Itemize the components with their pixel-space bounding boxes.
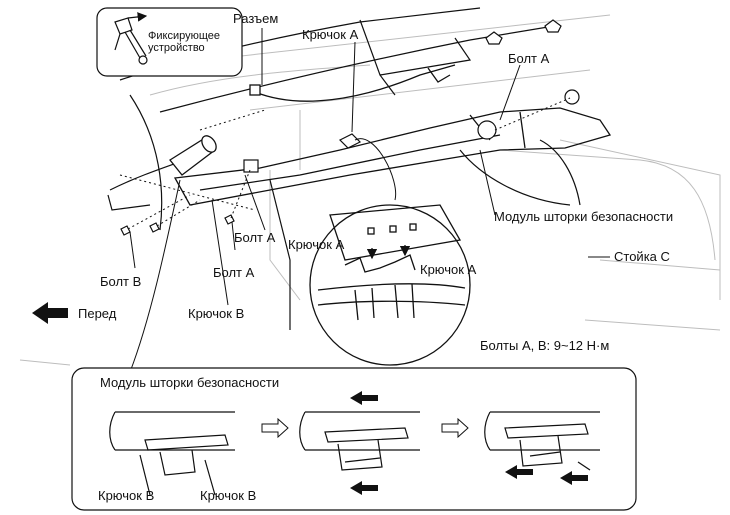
torque-spec-label: Болты A, B: 9~12 Н·м — [480, 338, 610, 353]
inset-hook-b-right-label: Крючок B — [200, 488, 257, 503]
inflator-cylinder — [169, 135, 217, 176]
inset-panel — [71, 367, 637, 511]
bolt-a-mid-label: Болт A — [234, 230, 276, 245]
curtain-module-label: Модуль шторки безопасности — [494, 209, 674, 224]
connector-label: Разъем — [233, 11, 279, 26]
callout-lines — [129, 28, 610, 373]
hook-a-detail-circle — [309, 204, 471, 366]
hook-a-label: Крючок A — [302, 27, 359, 42]
pillar-c-label: Стойка C — [614, 249, 670, 264]
inset-title: Модуль шторки безопасности — [100, 375, 280, 390]
front-arrow-icon — [32, 302, 68, 324]
locking-device-callout — [96, 7, 243, 77]
locking-device-label: Фиксирующее устройство — [148, 30, 220, 54]
bolt-a-label: Болт A — [508, 51, 550, 66]
hook-a-detail-right-label: Крючок A — [420, 262, 477, 277]
bolt-b-label: Болт B — [100, 274, 142, 289]
connector-harness — [249, 64, 456, 102]
inset-step-arrows — [261, 391, 588, 495]
curtain-airbag-module — [173, 107, 612, 206]
bolt-guide-lines — [119, 97, 571, 230]
vehicle-body-background — [19, 14, 721, 366]
roof-clips — [120, 19, 580, 236]
hook-b-label: Крючок B — [188, 306, 245, 321]
front-label: Перед — [78, 306, 117, 321]
bolt-a-low-label: Болт A — [213, 265, 255, 280]
inset-hook-b-left-label: Крючок B — [98, 488, 155, 503]
hook-a-detail-left-label: Крючок A — [288, 237, 345, 252]
